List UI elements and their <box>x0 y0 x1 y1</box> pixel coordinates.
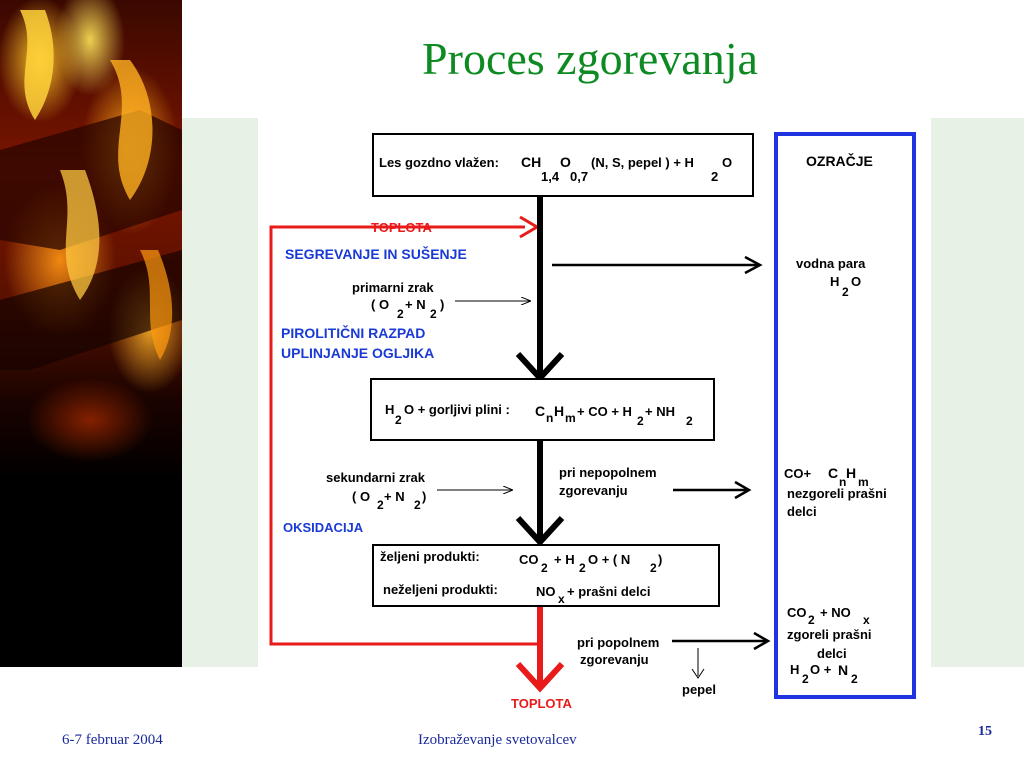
footer-date: 6-7 februar 2004 <box>62 732 163 748</box>
nezeljeni-no: NO <box>536 584 556 599</box>
ozracje-co: CO+ <box>784 466 812 481</box>
ozracje-no-sub: x <box>863 613 870 627</box>
mid-hm: H <box>554 403 564 419</box>
pirolitski-label-1: PIROLITIČNI RAZPAD <box>281 324 425 341</box>
ozracje-no: + NO <box>820 605 851 620</box>
zeljeni-co-sub: 2 <box>541 561 548 575</box>
mid-rest: O + gorljivi plini : <box>404 402 510 417</box>
toplota-bottom: TOPLOTA <box>511 696 573 711</box>
popolnem-label-2: zgorevanju <box>580 652 649 667</box>
vodna-para-h-sub: 2 <box>842 285 849 299</box>
primarni-n: + N <box>405 297 426 312</box>
zeljeni-tail: O + ( N <box>588 552 630 567</box>
mid-h-sub: 2 <box>395 413 402 427</box>
left-green-band <box>182 118 258 667</box>
ozracje-c-sub: n <box>839 475 846 489</box>
heat-loop-line <box>269 225 540 646</box>
top-box-ch: CH <box>521 154 541 170</box>
top-box-ch-sub: 1,4 <box>541 169 560 184</box>
middle-box <box>370 378 715 441</box>
footer-title: Izobraževanje svetovalcev <box>418 732 577 748</box>
sekundarni-close: ) <box>422 489 426 504</box>
sekundarni-n: + N <box>384 489 405 504</box>
vodna-para-label: vodna para <box>796 256 866 271</box>
zgoreli-label-2: delci <box>817 646 847 661</box>
sekundarni-o-sub: 2 <box>377 498 384 512</box>
final-h-sub: 2 <box>802 672 809 686</box>
mid-hm-sub: m <box>565 411 576 425</box>
top-box-o2: O <box>722 155 732 170</box>
mid-tail2: + NH <box>645 404 675 419</box>
ozracje-co2: CO <box>787 605 807 620</box>
sekundarni-zrak-label: sekundarni zrak <box>326 470 426 485</box>
ozracje-h-sub: m <box>858 475 869 489</box>
flame-image <box>0 0 182 667</box>
mid-c-sub: n <box>546 411 553 425</box>
final-o: O + <box>810 662 832 677</box>
top-box-o: O <box>560 154 571 170</box>
top-box-prefix: Les gozdno vlažen: <box>379 155 499 170</box>
primarni-zrak-label: primarni zrak <box>352 280 434 295</box>
slide-title: Proces zgorevanja <box>422 33 758 84</box>
top-box-rest: (N, S, pepel ) + H <box>591 155 694 170</box>
ozracje-co2-sub: 2 <box>808 613 815 627</box>
zeljeni-mid: + H <box>554 552 575 567</box>
mid-h: H <box>385 402 394 417</box>
segrevanje-label: SEGREVANJE IN SUŠENJE <box>285 245 467 262</box>
nezeljeni-tail: + prašni delci <box>567 584 650 599</box>
top-box <box>372 133 754 197</box>
zeljeni-label: željeni produkti: <box>380 549 480 564</box>
zeljeni-n-sub: 2 <box>650 561 657 575</box>
mid-tail: + CO + H <box>577 404 632 419</box>
final-h: H <box>790 662 799 677</box>
primarni-close: ) <box>440 297 444 312</box>
page-number: 15 <box>978 724 992 739</box>
vodna-para-o: O <box>851 274 861 289</box>
oksidacija-label: OKSIDACIJA <box>283 520 364 535</box>
mid-tail2-sub: 2 <box>686 414 693 428</box>
pepel-label: pepel <box>682 682 716 697</box>
pirolitski-label-2: UPLINJANJE OGLJIKA <box>281 345 434 361</box>
zeljeni-co: CO <box>519 552 539 567</box>
sekundarni-o: ( O <box>352 489 370 504</box>
popolnem-label-1: pri popolnem <box>577 635 659 650</box>
nezeljeni-no-sub: x <box>558 592 565 606</box>
primarni-o-sub: 2 <box>397 307 404 321</box>
vodna-para-h: H <box>830 274 839 289</box>
toplota-top: TOPLOTA <box>371 220 433 235</box>
mid-tail-sub: 2 <box>637 414 644 428</box>
top-box-o-sub: 0,7 <box>570 169 588 184</box>
final-n: N <box>838 662 848 678</box>
nezgoreli-label-2: delci <box>787 504 817 519</box>
final-n-sub: 2 <box>851 672 858 686</box>
nepopolnem-label-1: pri nepopolnem <box>559 465 657 480</box>
bottom-box <box>372 544 720 607</box>
ozracje-c: C <box>828 465 838 481</box>
primarni-n-sub: 2 <box>430 307 437 321</box>
zeljeni-close: ) <box>658 552 662 567</box>
zeljeni-h-sub: 2 <box>579 561 586 575</box>
right-green-band <box>931 118 1024 667</box>
ozracje-box <box>774 132 916 699</box>
ozracje-h: H <box>846 465 856 481</box>
zgoreli-label-1: zgoreli prašni <box>787 627 872 642</box>
mid-c: C <box>535 403 545 419</box>
primarni-o: ( O <box>371 297 389 312</box>
top-box-h-sub: 2 <box>711 169 718 184</box>
nezgoreli-label-1: nezgoreli prašni <box>787 486 887 501</box>
nepopolnem-label-2: zgorevanju <box>559 483 628 498</box>
ozracje-title: OZRAČJE <box>806 152 873 169</box>
sekundarni-n-sub: 2 <box>414 498 421 512</box>
nezeljeni-label: neželjeni produkti: <box>383 582 498 597</box>
